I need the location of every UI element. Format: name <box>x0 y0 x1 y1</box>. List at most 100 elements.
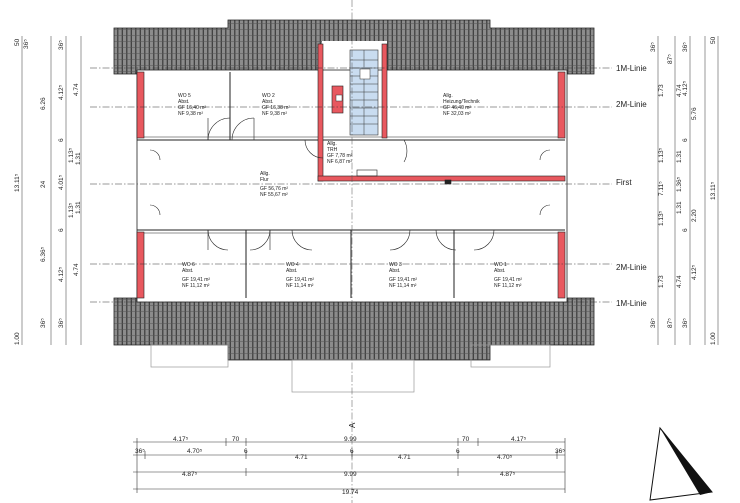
svg-text:50: 50 <box>14 38 21 46</box>
svg-text:9.99: 9.99 <box>344 471 357 478</box>
svg-text:Abst.: Abst. <box>182 268 193 274</box>
doors <box>149 117 551 251</box>
svg-text:1.31: 1.31 <box>676 150 683 163</box>
svg-text:NF 11,14 m²: NF 11,14 m² <box>389 283 417 289</box>
svg-text:36⁵: 36⁵ <box>682 318 689 328</box>
svg-text:WO 4: WO 4 <box>286 262 299 268</box>
svg-text:1.00: 1.00 <box>710 332 717 345</box>
room-heating: Allg. Heizung/Technik GF 46,40 m² NF 32,… <box>443 93 480 117</box>
svg-text:36⁵: 36⁵ <box>555 448 565 455</box>
svg-text:1.13⁵: 1.13⁵ <box>658 210 665 226</box>
section-line-label-2m-bottom: 2M-Linie <box>616 263 647 272</box>
svg-text:WO 1: WO 1 <box>494 262 507 268</box>
section-line-label-first: First <box>616 178 632 187</box>
svg-text:70: 70 <box>462 436 470 443</box>
section-mark: A <box>348 422 357 428</box>
svg-text:5.76: 5.76 <box>691 107 698 120</box>
svg-text:6: 6 <box>58 138 65 142</box>
svg-text:WO 6: WO 6 <box>182 262 195 268</box>
svg-text:36⁵: 36⁵ <box>682 42 689 52</box>
room-wo5: WO 5 Abst. GF 16,40 m² NF 9,38 m² <box>178 93 206 117</box>
svg-text:87⁵: 87⁵ <box>667 54 674 64</box>
svg-text:4.87⁵: 4.87⁵ <box>182 471 198 478</box>
room-wo4: WO 4 Abst. GF 19,41 m² NF 11,14 m² <box>286 262 314 289</box>
svg-text:50: 50 <box>710 36 717 44</box>
svg-text:Allg.: Allg. <box>327 141 337 147</box>
svg-text:7.11⁵: 7.11⁵ <box>658 181 665 196</box>
svg-text:4.70⁵: 4.70⁵ <box>187 448 203 455</box>
svg-text:4.74: 4.74 <box>73 83 80 96</box>
svg-text:36⁵: 36⁵ <box>58 318 65 328</box>
svg-text:GF 19,41 m²: GF 19,41 m² <box>182 277 210 283</box>
svg-text:GF 56,76 m²: GF 56,76 m² <box>260 186 288 192</box>
svg-text:Abst.: Abst. <box>178 99 189 105</box>
svg-text:4.01⁵: 4.01⁵ <box>58 174 65 190</box>
section-lines <box>90 67 612 303</box>
svg-text:NF 11,12 m²: NF 11,12 m² <box>182 283 210 289</box>
svg-text:6: 6 <box>456 448 460 455</box>
svg-text:4.71: 4.71 <box>398 454 411 461</box>
dims-bottom-labels: 4.17⁵ 70 9.99 70 4.17⁵ 36⁵ 4.70⁵ 6 4.71 … <box>135 436 565 496</box>
staircase <box>335 49 379 136</box>
svg-text:1.73: 1.73 <box>658 275 665 288</box>
section-line-label-1m-bottom: 1M-Linie <box>616 299 647 308</box>
svg-text:4.71: 4.71 <box>295 454 308 461</box>
dormer-outlines <box>150 344 551 393</box>
svg-text:4.17⁵: 4.17⁵ <box>511 436 527 443</box>
svg-text:GF 19,41 m²: GF 19,41 m² <box>286 277 314 283</box>
svg-text:4.17⁵: 4.17⁵ <box>173 436 189 443</box>
svg-text:NF 11,14 m²: NF 11,14 m² <box>286 283 314 289</box>
svg-text:Allg.: Allg. <box>260 171 270 177</box>
svg-text:36⁵: 36⁵ <box>135 448 145 455</box>
svg-text:36⁵: 36⁵ <box>58 40 65 50</box>
svg-text:36⁵: 36⁵ <box>23 39 30 49</box>
room-wo1: WO 1 Abst. GF 19,41 m² NF 11,12 m² <box>494 262 522 289</box>
svg-text:6: 6 <box>58 228 65 232</box>
svg-text:2.20: 2.20 <box>691 209 698 222</box>
svg-text:NF 55,67 m²: NF 55,67 m² <box>260 192 288 198</box>
svg-text:Abst.: Abst. <box>494 268 505 274</box>
svg-text:36⁵: 36⁵ <box>650 318 657 328</box>
svg-text:1.31: 1.31 <box>75 201 82 214</box>
room-trh: Allg. TRH GF 7,78 m² NF 6,87 m² <box>327 141 353 165</box>
svg-text:1.13⁵: 1.13⁵ <box>658 147 665 163</box>
svg-text:NF 9,38 m²: NF 9,38 m² <box>178 111 203 117</box>
svg-text:NF 6,87 m²: NF 6,87 m² <box>327 159 352 165</box>
svg-text:70: 70 <box>232 436 240 443</box>
svg-text:6.36⁵: 6.36⁵ <box>40 246 47 262</box>
svg-text:Abst.: Abst. <box>286 268 297 274</box>
svg-text:GF 46,40 m²: GF 46,40 m² <box>443 105 471 111</box>
room-wo3: WO 3 Abst. GF 19,41 m² NF 11,14 m² <box>389 262 417 289</box>
svg-text:Heizung/Technik: Heizung/Technik <box>443 99 480 105</box>
svg-text:6.26: 6.26 <box>40 97 47 110</box>
svg-text:4.74: 4.74 <box>73 263 80 276</box>
svg-text:4.74: 4.74 <box>676 275 683 288</box>
dims-right-labels: 36⁵ 1.73 1.13⁵ 7.11⁵ 1.13⁵ 1.73 36⁵ 87⁵ … <box>650 36 717 345</box>
svg-text:Abst.: Abst. <box>262 99 273 105</box>
svg-text:GF 16,38 m²: GF 16,38 m² <box>262 105 290 111</box>
room-wo6: WO 6 Abst. GF 19,41 m² NF 11,12 m² <box>182 262 210 289</box>
svg-text:4.12⁵: 4.12⁵ <box>58 266 65 282</box>
svg-text:36⁵: 36⁵ <box>650 42 657 52</box>
room-wo2: WO 2 Abst. GF 16,38 m² NF 9,38 m² <box>262 93 290 117</box>
svg-text:WO 5: WO 5 <box>178 93 191 99</box>
svg-text:19.74: 19.74 <box>342 489 359 496</box>
svg-text:1.13⁵: 1.13⁵ <box>68 147 75 163</box>
north-arrow <box>649 426 713 501</box>
svg-text:4.70⁵: 4.70⁵ <box>497 454 513 461</box>
dims-left <box>21 36 82 345</box>
svg-text:1.13⁵: 1.13⁵ <box>68 202 75 218</box>
svg-text:6: 6 <box>682 138 689 142</box>
roof-bottom <box>113 297 595 361</box>
svg-text:13.11⁵: 13.11⁵ <box>710 181 717 200</box>
svg-text:Flur: Flur <box>260 177 269 183</box>
svg-text:36⁵: 36⁵ <box>40 318 47 328</box>
dims-right <box>657 36 719 345</box>
svg-text:4.87⁵: 4.87⁵ <box>500 471 516 478</box>
dims-bottom <box>133 441 565 490</box>
svg-text:4.12⁵: 4.12⁵ <box>691 264 698 280</box>
svg-text:4.74: 4.74 <box>676 84 683 97</box>
svg-text:WO 2: WO 2 <box>262 93 275 99</box>
svg-text:1.31: 1.31 <box>75 152 82 165</box>
